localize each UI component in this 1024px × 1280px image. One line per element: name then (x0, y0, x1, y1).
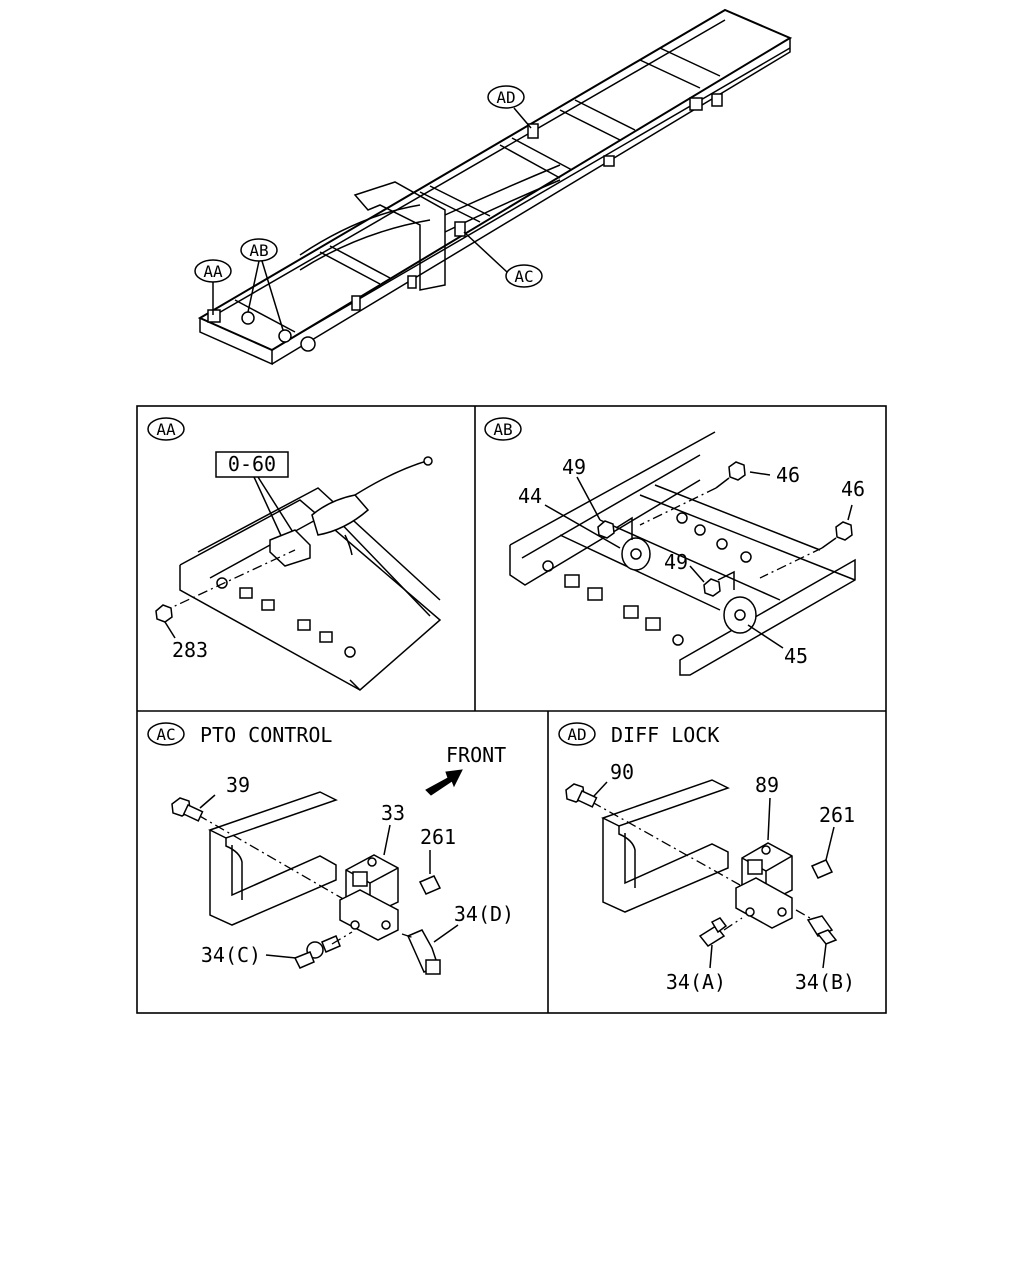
part-39-label: 39 (226, 773, 250, 797)
callout-ab: AB (240, 238, 284, 331)
part-261-ac-label: 261 (420, 825, 456, 849)
ref-box (215, 451, 289, 478)
bolt-39-icon (171, 797, 204, 822)
part-89-label: 89 (755, 773, 779, 797)
nut-49b-icon (703, 578, 721, 597)
plug-261-ad-icon (810, 859, 834, 879)
part-33-label: 33 (381, 801, 405, 825)
callout-ad-label: AD (496, 88, 515, 107)
fitting-34b-icon (806, 915, 838, 945)
callout-ac-label: AC (514, 267, 533, 286)
part-34a-label: 34(A) (666, 970, 726, 994)
part-90-label: 90 (610, 760, 634, 784)
panel-ac-title: PTO CONTROL (200, 723, 332, 747)
part-44-label: 44 (518, 484, 542, 508)
part-34c-label: 34(C) (201, 943, 261, 967)
panel-ad-title: DIFF LOCK (611, 723, 719, 747)
valve-89-icon (735, 842, 793, 929)
fitting-34a-icon (698, 917, 728, 947)
bolt-90-icon (565, 783, 598, 808)
bolt-46a-icon (715, 461, 746, 489)
panel-ad-tag: AD (567, 725, 586, 744)
panel-aa-tag: AA (156, 420, 176, 439)
nut-283-icon (155, 604, 173, 623)
front-arrow-icon (425, 769, 463, 796)
plug-261-ac-icon (418, 875, 442, 895)
callout-aa: AA (194, 259, 232, 315)
elbow-fitting-34d-icon (407, 929, 441, 975)
part-261-ad-label: 261 (819, 803, 855, 827)
panel-ab-tag: AB (493, 420, 512, 439)
part-46b-label: 46 (841, 477, 865, 501)
part-49b-label: 49 (664, 550, 688, 574)
part-45-label: 45 (784, 644, 808, 668)
detail-panels-frame (136, 405, 887, 1014)
tee-fitting-34c-icon (293, 935, 341, 969)
bolt-46b-icon (821, 521, 853, 549)
part-34b-label: 34(B) (795, 970, 855, 994)
part-34d-label: 34(D) (454, 902, 514, 926)
part-49a-label: 49 (562, 455, 586, 479)
ref-box-label: 0-60 (228, 452, 276, 476)
part-283-label: 283 (172, 638, 208, 662)
panel-aa: AA 0-60 283 (147, 417, 442, 692)
panel-ac: AC PTO CONTROL FRONT (147, 722, 514, 975)
panel-ac-tag: AC (156, 725, 175, 744)
callout-ab-label: AB (249, 241, 268, 260)
part-46a-label: 46 (776, 463, 800, 487)
callout-ad: AD (487, 85, 532, 129)
nut-49a-icon (597, 520, 615, 539)
panel-ad: AD DIFF LOCK (558, 722, 855, 994)
panel-ab: AB (484, 417, 865, 676)
front-label: FRONT (446, 743, 506, 767)
callout-aa-label: AA (203, 262, 223, 281)
callout-ac: AC (463, 231, 543, 288)
chassis-overview: AA AB AC AD (194, 8, 793, 366)
solenoid-valve-33-icon (339, 854, 399, 941)
